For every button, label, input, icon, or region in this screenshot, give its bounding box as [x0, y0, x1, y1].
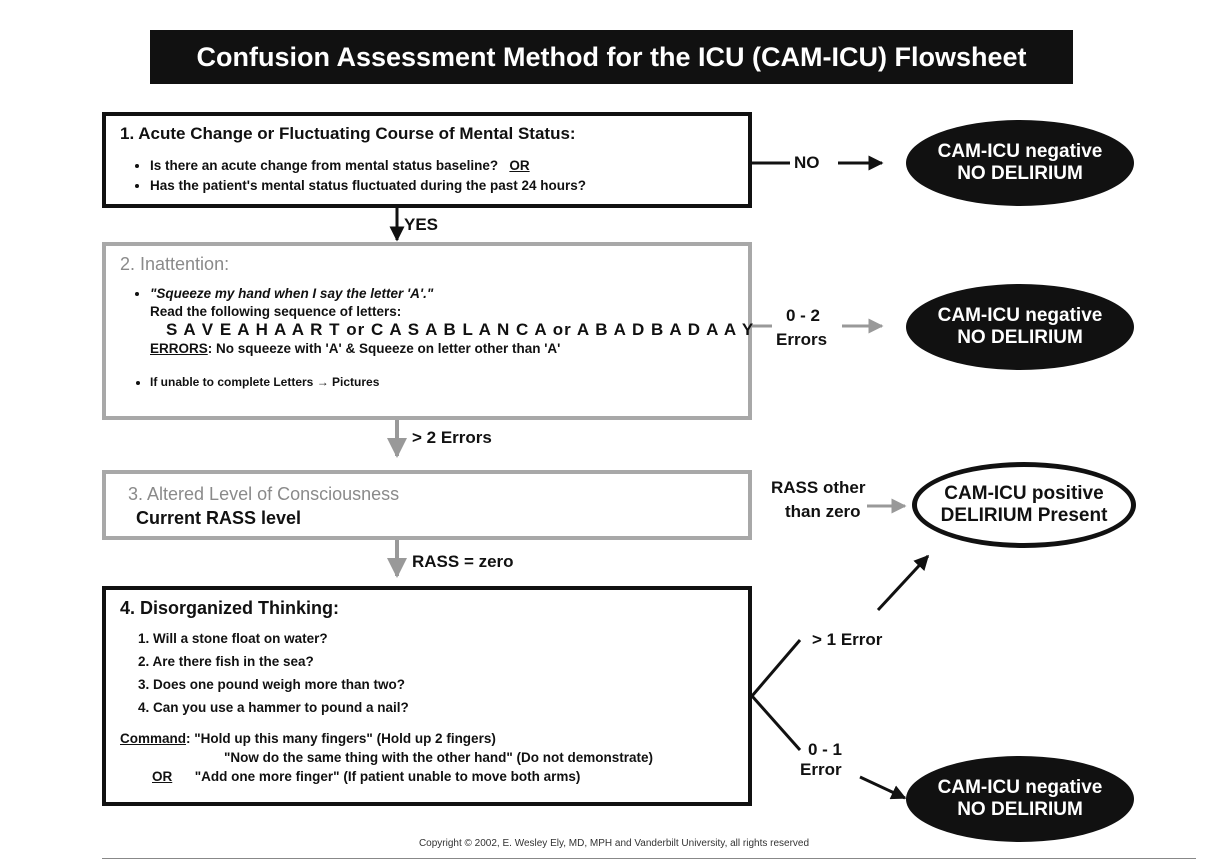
outcome-negative-line2: NO DELIRIUM	[957, 327, 1083, 348]
step4-command-label: Command	[120, 731, 187, 746]
label-than-zero: than zero	[785, 502, 861, 521]
outcome-negative-2: CAM-ICU negative NO DELIRIUM	[906, 284, 1134, 370]
outcome-negative-1: CAM-ICU negative NO DELIRIUM	[906, 120, 1134, 206]
outcome-negative-line1: CAM-ICU negative	[937, 777, 1103, 798]
step1-box: 1. Acute Change or Fluctuating Course of…	[102, 112, 752, 208]
outcome-negative-line1: CAM-ICU negative	[937, 305, 1103, 326]
outcome-negative-3: CAM-ICU negative NO DELIRIUM	[906, 756, 1134, 842]
step4-question: 2. Are there fish in the sea?	[138, 654, 314, 669]
outcome-negative-line2: NO DELIRIUM	[957, 163, 1083, 184]
label-gt2-errors: > 2 Errors	[412, 428, 492, 447]
step4-or: OR	[152, 769, 173, 784]
step4-command-2: "Now do the same thing with the other ha…	[224, 750, 654, 765]
fork-lower	[750, 695, 802, 751]
step2-instruction: "Squeeze my hand when I say the letter '…	[150, 286, 434, 301]
step2-letters: S A V E A H A A R T or C A S A B L A N C…	[166, 320, 755, 339]
step4-command-1: : "Hold up this many fingers" (Hold up 2…	[186, 731, 496, 746]
step2-errors-label: ERRORS	[150, 341, 208, 356]
step3-title: 3. Altered Level of Consciousness	[128, 484, 400, 504]
step1-bullet2: Has the patient's mental status fluctuat…	[150, 176, 734, 196]
step4-command-3: "Add one more finger" (If patient unable…	[194, 769, 581, 784]
outcome-positive-line2: DELIRIUM Present	[940, 505, 1108, 526]
step2-title: 2. Inattention:	[120, 254, 230, 274]
label-no: NO	[794, 153, 820, 172]
step1-title: 1. Acute Change or Fluctuating Course of…	[120, 124, 576, 143]
step1-bullet1: Is there an acute change from mental sta…	[150, 156, 734, 176]
copyright-notice: Copyright © 2002, E. Wesley Ely, MD, MPH…	[418, 838, 810, 849]
outcome-negative-line2: NO DELIRIUM	[957, 799, 1083, 820]
label-0-1: 0 - 1	[808, 740, 843, 759]
step2-bullet1: "Squeeze my hand when I say the letter '…	[150, 285, 753, 358]
label-errors: Errors	[776, 330, 828, 349]
step4-command: Command: "Hold up this many fingers" (Ho…	[120, 729, 734, 786]
page-title: Confusion Assessment Method for the ICU …	[150, 30, 1073, 84]
footer-divider	[102, 858, 1196, 859]
fork-upper	[750, 639, 802, 697]
step4-question: 3. Does one pound weigh more than two?	[138, 677, 406, 692]
step2-read-line: Read the following sequence of letters:	[150, 304, 402, 319]
step2-bullet2: If unable to complete Letters → Pictures	[150, 372, 734, 392]
label-gt1-error: > 1 Error	[812, 630, 883, 649]
label-rass-other: RASS other	[771, 478, 866, 497]
step1-or: OR	[509, 158, 530, 173]
label-rass-zero: RASS = zero	[412, 552, 514, 571]
label-yes: YES	[404, 215, 439, 234]
step4-box: 4. Disorganized Thinking: 1. Will a ston…	[102, 586, 752, 806]
arrow-gt1-error	[876, 554, 930, 612]
step4-title: 4. Disorganized Thinking:	[120, 598, 340, 618]
step4-question: 4. Can you use a hammer to pound a nail?	[138, 700, 409, 715]
outcome-positive-line1: CAM-ICU positive	[944, 483, 1104, 504]
outcome-positive: CAM-ICU positive DELIRIUM Present	[912, 462, 1136, 548]
step4-question: 1. Will a stone float on water?	[138, 631, 328, 646]
step2-errors-text: : No squeeze with 'A' & Squeeze on lette…	[207, 341, 561, 356]
arrow-0-1-error	[859, 775, 907, 800]
label-0-2: 0 - 2	[786, 306, 821, 325]
label-error: Error	[800, 760, 842, 779]
step3-subtitle: Current RASS level	[136, 508, 302, 528]
step4-questions: 1. Will a stone float on water? 2. Are t…	[120, 627, 734, 719]
outcome-negative-line1: CAM-ICU negative	[937, 141, 1103, 162]
step3-box: 3. Altered Level of Consciousness Curren…	[102, 470, 752, 540]
step2-box: 2. Inattention: "Squeeze my hand when I …	[102, 242, 753, 420]
